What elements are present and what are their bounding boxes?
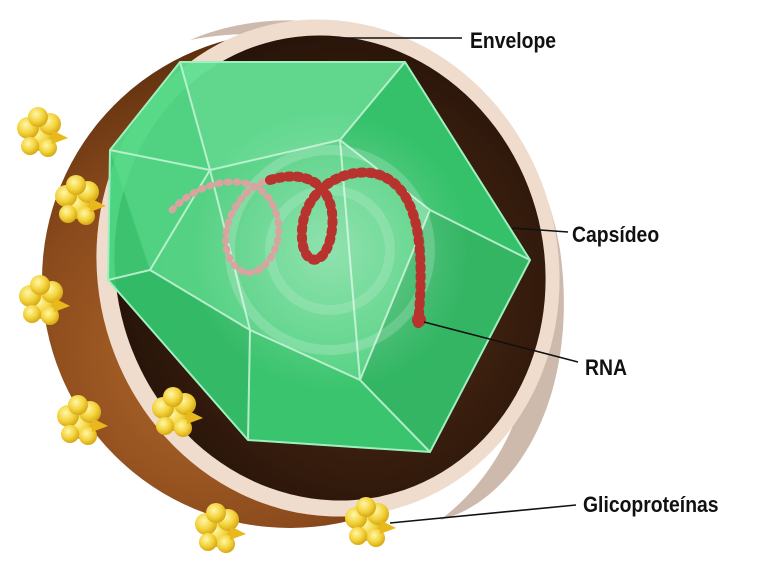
envelope-label: Envelope [470, 30, 556, 52]
glycoproteins-label: Glicoproteínas [583, 494, 719, 516]
glycoprotein-leader [390, 505, 576, 523]
capsid-label: Capsídeo [572, 224, 659, 246]
glycoprotein [17, 107, 68, 157]
rna-label: RNA [585, 357, 627, 379]
